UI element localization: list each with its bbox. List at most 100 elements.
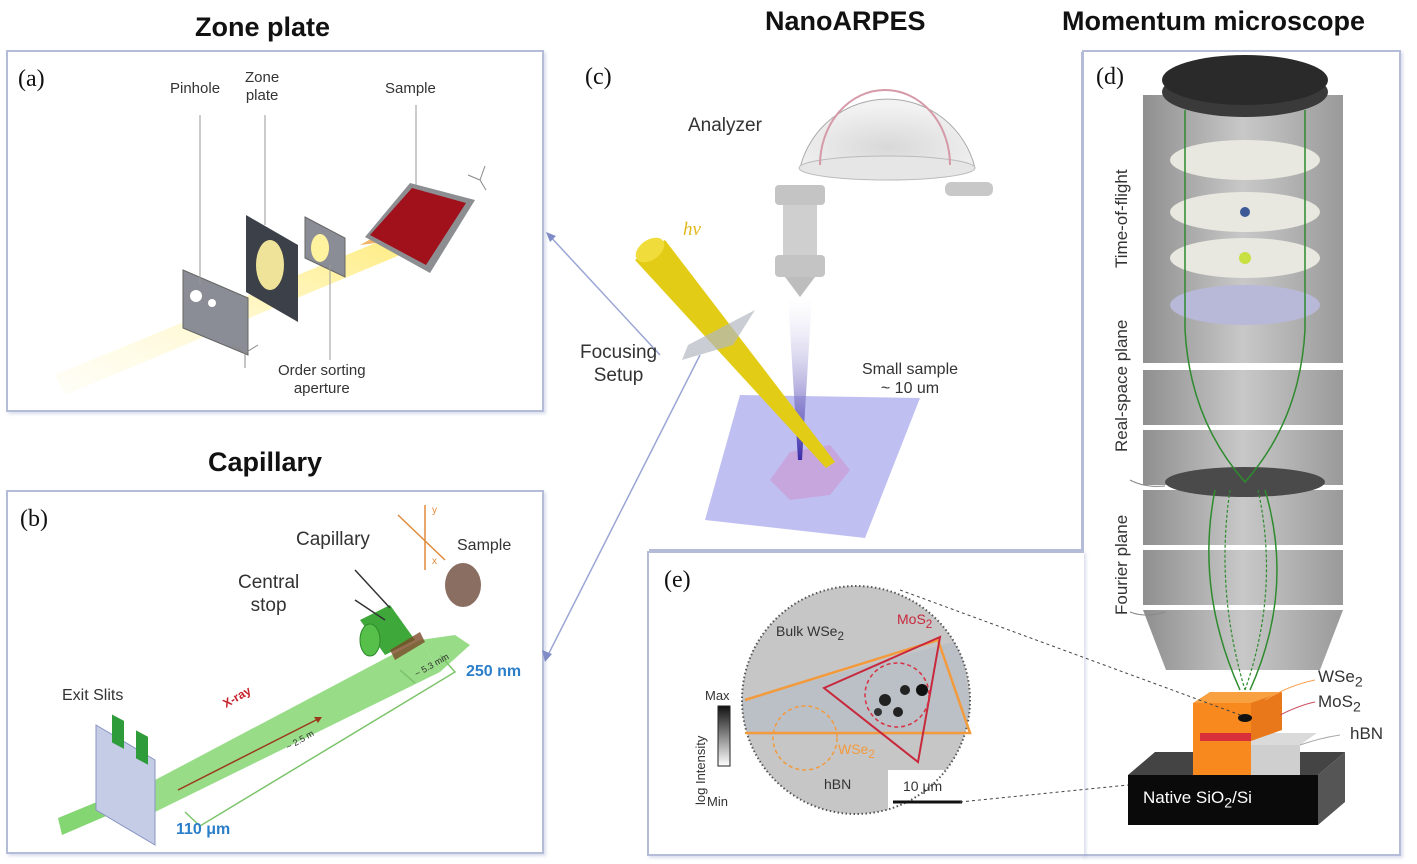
label-central-stop: Central stop: [238, 572, 299, 618]
label-capillary: Capillary: [296, 529, 370, 550]
zoom-line-top: [899, 589, 1244, 717]
analyzer-port: [945, 182, 993, 196]
label-bulk-wse2: Bulk WSe2: [776, 623, 844, 644]
photoelectron-cone: [788, 297, 812, 460]
label-zone-plate: Zone plate: [245, 69, 279, 105]
label-substrate-post: /Si: [1232, 788, 1252, 807]
label-substrate-pre: Native SiO: [1143, 788, 1225, 807]
mos2-layer: [1200, 733, 1251, 741]
label-axis-y: y: [432, 505, 437, 516]
xray-beam-b: [155, 640, 440, 812]
label-zone-plate-line2: plate: [245, 87, 279, 104]
panel-label-b: (b): [20, 506, 48, 532]
analyzer-dome: [799, 98, 976, 169]
title-capillary: Capillary: [208, 447, 323, 477]
mos2-outline: [822, 635, 942, 764]
label-scale-bar: 10 μm: [903, 778, 943, 794]
arrow-head-b: [542, 650, 552, 662]
label-mos2-d-sub: 2: [1352, 699, 1361, 716]
axis-cross-b: [397, 505, 446, 570]
label-mos2-e-text: MoS: [897, 611, 926, 627]
label-axis-x: x: [432, 556, 437, 567]
label-wse2-e-text: WSe: [838, 741, 869, 757]
lens-ring-1: [1143, 370, 1343, 425]
probe-spot: [1238, 714, 1252, 722]
label-size-110um: 110 μm: [176, 821, 231, 838]
wse2-outline: [744, 638, 972, 735]
label-bulk-wse2-text: Bulk WSe: [776, 623, 838, 639]
dimension-short: [399, 669, 416, 684]
label-wse2-e: WSe2: [838, 741, 875, 762]
central-stop: [359, 623, 381, 657]
capillary-body: [360, 605, 415, 655]
lens-tip: [785, 277, 815, 297]
label-mos2-d: MoS2: [1318, 692, 1361, 716]
label-mos2-e-sub: 2: [925, 617, 933, 631]
panel-label-d: (d): [1096, 64, 1124, 90]
focusing-plate: [682, 310, 755, 360]
probe-circle-mos2: [864, 662, 930, 728]
label-log-intensity: log Intensity: [693, 735, 708, 805]
label-sample-b: Sample: [457, 537, 512, 554]
label-wse2-e-sub: 2: [868, 747, 875, 761]
label-hbn-e: hBN: [824, 776, 852, 792]
label-colorbar-max: Max: [705, 688, 730, 703]
title-zone-plate: Zone plate: [195, 12, 331, 42]
panel-label-c: (c): [585, 64, 612, 90]
lens-column: [783, 205, 817, 255]
label-small-sample-line1: Small sample: [862, 361, 959, 378]
label-substrate-sub: 2: [1224, 795, 1233, 812]
label-wse2-d-sub: 2: [1354, 674, 1363, 691]
objective-lens: [1143, 610, 1343, 670]
lens-ring-3: [1143, 490, 1343, 545]
dimension-long: [184, 654, 457, 827]
label-bulk-wse2-sub: 2: [837, 629, 844, 643]
label-mos2-e: MoS2: [897, 611, 932, 632]
lens-flange-top: [775, 185, 825, 205]
label-central-stop-line1: Central: [238, 572, 300, 593]
sample-disk-b: [445, 563, 481, 607]
colorbar: [717, 705, 731, 767]
label-osa-line1: Order sorting: [278, 362, 366, 379]
label-small-sample: Small sample ~ 10 um: [862, 360, 958, 398]
arrow-to-panel-b: [547, 354, 701, 656]
substrate-d: [1128, 775, 1318, 825]
label-focusing-line1: Focusing: [580, 342, 658, 363]
label-focusing-line2: Setup: [593, 364, 644, 386]
label-colorbar-min: Min: [707, 794, 728, 809]
label-focusing-setup: Focusing Setup: [580, 342, 657, 388]
axis-triad-a1: [231, 344, 259, 368]
arrow-head-a: [546, 232, 556, 242]
label-wse2-d: WSe2: [1318, 667, 1363, 691]
label-pinhole: Pinhole: [170, 80, 221, 97]
label-wse2-d-text: WSe: [1318, 667, 1355, 686]
label-substrate: Native SiO2/Si: [1143, 788, 1252, 812]
xray-arrow: [177, 717, 321, 791]
label-analyzer: Analyzer: [688, 115, 762, 136]
title-momentum-microscope: Momentum microscope: [1062, 6, 1366, 36]
label-sample-a: Sample: [385, 80, 436, 97]
sample-a: [370, 188, 466, 265]
trajectory-lower: [1208, 489, 1278, 691]
zone-plate-lens: [256, 240, 284, 290]
panel-label-e: (e): [664, 567, 691, 593]
lens-flange-bottom: [775, 255, 825, 277]
label-size-250nm: 250 nm: [466, 663, 522, 680]
label-exit-slits: Exit Slits: [62, 687, 124, 704]
arrow-to-panel-a: [547, 233, 661, 356]
label-osa-line2: aperture: [293, 380, 350, 397]
label-small-sample-line2: ~ 10 um: [880, 380, 940, 398]
axis-triad-a2: [467, 165, 487, 191]
title-nanoarpes: NanoARPES: [765, 6, 926, 36]
tof-plane-1: [1170, 140, 1320, 180]
probe-circle-wse2: [772, 705, 838, 771]
label-hv: hv: [683, 219, 701, 240]
label-mos2-d-text: MoS: [1318, 692, 1353, 711]
panel-label-a: (a): [18, 66, 45, 92]
